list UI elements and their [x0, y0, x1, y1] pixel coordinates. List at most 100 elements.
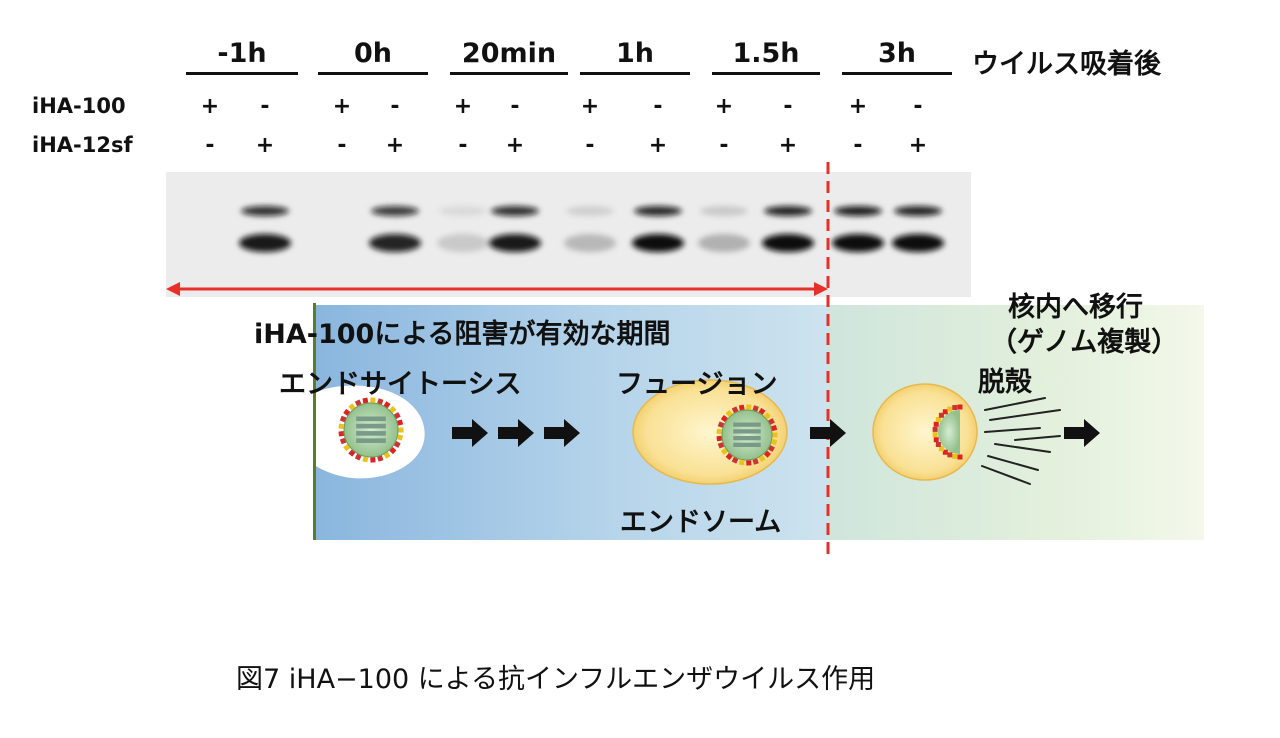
virus-spike — [362, 456, 369, 463]
virus-genome-segment — [356, 423, 386, 429]
virus-spike — [731, 457, 739, 464]
right-arrow-icon — [498, 419, 534, 447]
blot-band — [369, 234, 421, 252]
virus-spike — [746, 404, 752, 410]
blot-band — [892, 234, 944, 252]
blot-band — [632, 234, 684, 252]
treatment-sign: + — [580, 94, 600, 119]
virus-spike — [746, 460, 752, 466]
timepoint-underline — [712, 72, 820, 75]
virus-spike — [947, 452, 953, 458]
treatment-sign: + — [848, 94, 868, 119]
virus-spike — [389, 447, 397, 455]
treatment-sign: + — [648, 133, 668, 158]
virus-spike — [942, 409, 948, 415]
blot-bands — [239, 206, 944, 252]
virus-spike — [758, 455, 766, 463]
virus-spike — [397, 434, 404, 441]
timepoint-header: 1.5h — [732, 38, 800, 69]
virus-spike — [957, 404, 963, 410]
row-label-iha-100: iHA-100 — [32, 94, 126, 118]
treatment-sign: - — [783, 94, 793, 119]
virus-spike — [354, 453, 362, 461]
treatment-sign: - — [390, 94, 400, 119]
virus-spike — [398, 427, 404, 433]
treatment-sign: - — [260, 94, 270, 119]
virus-spike — [731, 406, 739, 413]
figure-caption: 図7 iHA−100 による抗インフルエンザウイルス作用 — [236, 664, 876, 695]
right-arrow-icon — [810, 419, 846, 447]
virus-spike — [377, 455, 384, 462]
treatment-sign: - — [458, 133, 468, 158]
virus-envelope — [343, 402, 399, 458]
blot-band — [762, 234, 814, 252]
virus-spike — [752, 405, 759, 412]
timepoint-underline — [842, 72, 952, 75]
virus-spike — [938, 412, 944, 418]
timepoint-suffix: ウイルス吸着後 — [972, 49, 1161, 80]
blot-band — [564, 234, 616, 252]
treatment-sign: + — [908, 133, 928, 158]
uncoating-label: 脱殻 — [978, 367, 1032, 398]
virus-spike — [348, 449, 356, 457]
treatment-sign: + — [505, 133, 525, 158]
virus-spike — [938, 446, 944, 452]
timepoint-header: 1h — [615, 38, 654, 69]
virus-spike — [717, 442, 725, 449]
blot-band — [239, 234, 291, 252]
blot-band — [437, 234, 489, 252]
virus-spike — [354, 399, 362, 407]
virus-spike — [338, 423, 345, 430]
treatment-sign: + — [255, 133, 275, 158]
virus-spike — [771, 424, 778, 432]
virus-spike — [768, 418, 775, 425]
virus-spike — [932, 426, 938, 432]
virus-spike — [752, 458, 759, 465]
virus-spike — [771, 438, 778, 446]
virus-spike — [389, 405, 397, 413]
treatment-sign: + — [200, 94, 220, 119]
virus-spike — [768, 445, 775, 452]
treatment-sign: + — [778, 133, 798, 158]
timepoint-underline — [450, 72, 568, 75]
western-blot — [166, 172, 971, 297]
virus-spike — [935, 442, 941, 447]
virus-spike — [383, 451, 391, 459]
virus-spike — [377, 398, 384, 405]
cell-membrane-bar — [313, 303, 316, 540]
blot-band — [894, 206, 942, 216]
timepoint-underline — [318, 72, 428, 75]
blot-band — [700, 206, 748, 216]
virus-spike — [393, 441, 401, 448]
timepoint-header: 0h — [353, 38, 392, 69]
treatment-sign: - — [510, 94, 520, 119]
treatment-sign: - — [853, 133, 863, 158]
blot-band — [491, 206, 539, 216]
virus-spike — [957, 454, 963, 460]
virus-spike — [763, 450, 771, 458]
endocytosis-label: エンドサイトーシス — [279, 369, 522, 400]
timepoint-header: -1h — [217, 38, 267, 69]
timepoint-underline — [186, 72, 298, 75]
inhibition-period-label: iHA-100による阻害が有効な期間 — [254, 319, 671, 350]
right-arrow-icon — [1064, 419, 1100, 447]
endosome-uncoating — [872, 383, 978, 481]
treatment-sign: + — [453, 94, 473, 119]
virus-envelope — [721, 409, 773, 461]
virus-genome-segment — [733, 422, 761, 427]
virus-spike — [717, 421, 725, 428]
treatment-sign: - — [913, 94, 923, 119]
fusion-label: フュージョン — [616, 369, 778, 400]
virus-genome-segment — [733, 429, 761, 434]
endosome-label: エンドソーム — [620, 507, 782, 538]
row-label-iha-12sf: iHA-12sf — [32, 133, 133, 157]
virus-spike — [933, 437, 939, 443]
virus-spike — [738, 404, 745, 411]
virus-spike — [935, 417, 941, 422]
genome-replication-label: （ゲノム複製） — [990, 327, 1179, 358]
virus-spike — [738, 459, 745, 466]
virus-particle-fusion — [716, 404, 778, 466]
process-arrows — [452, 419, 1100, 447]
virus-spike — [720, 415, 728, 423]
